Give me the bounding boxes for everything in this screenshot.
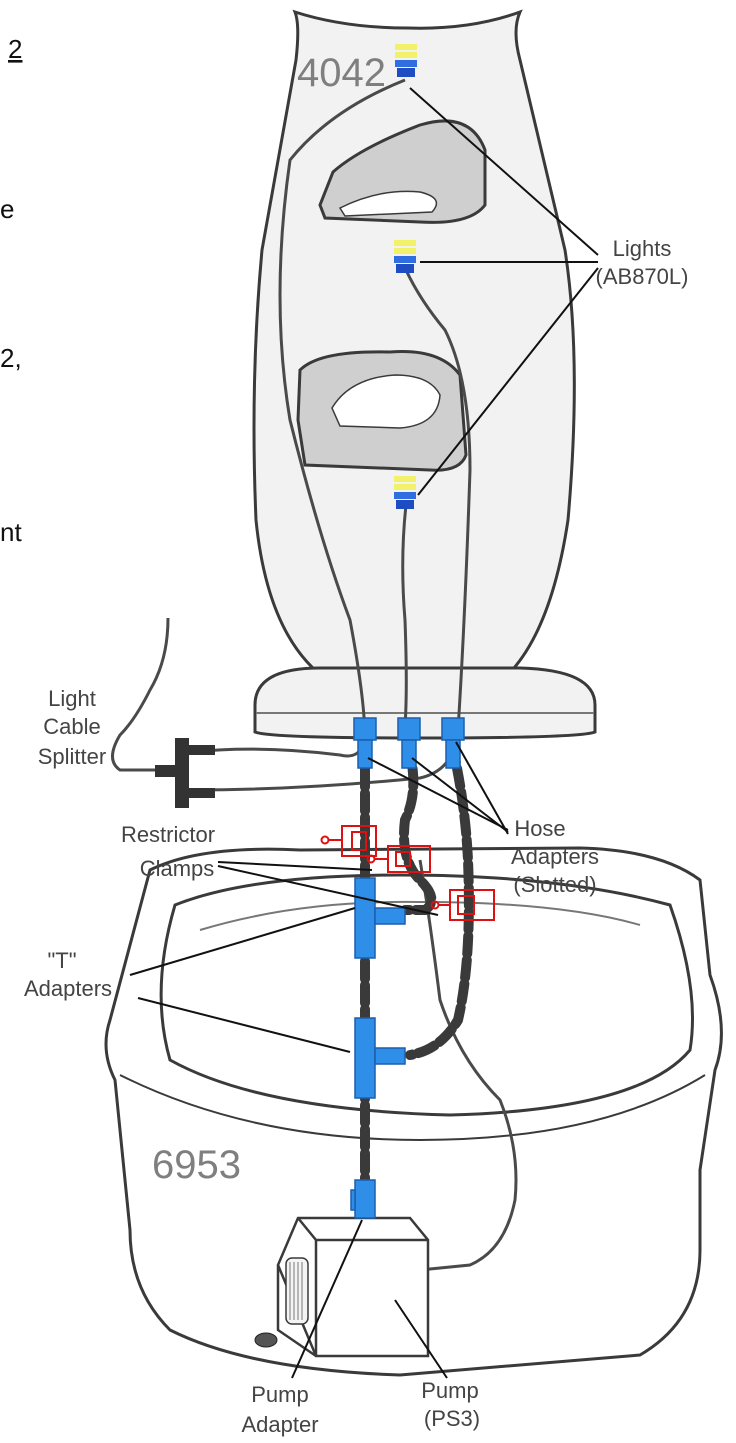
- fountain-base: [255, 668, 595, 738]
- lights-label-line1: Lights: [613, 236, 672, 261]
- t-adapters-label-line2: Adapters: [24, 976, 112, 1001]
- pump-adapter-label-line2: Adapter: [241, 1412, 318, 1437]
- edge-text-fragment: e: [0, 194, 14, 224]
- bowl-number: 6953: [152, 1143, 241, 1187]
- upper-fountain: 4042: [254, 12, 595, 738]
- light-bottom: [394, 476, 416, 509]
- pump-adapter-label-line1: Pump: [251, 1382, 308, 1407]
- fountain-number: 4042: [297, 51, 386, 95]
- splitter-label-line3: Splitter: [38, 744, 106, 769]
- light-cable-splitter: [155, 738, 215, 808]
- splitter-label-line2: Cable: [43, 714, 100, 739]
- hose-adapters-label-line3: (Slotted): [513, 872, 596, 897]
- restrictor-clamps-label-line2: Clamps: [140, 856, 215, 881]
- restrictor-clamps-label-line1: Restrictor: [121, 822, 215, 847]
- edge-text-fragment: nt: [0, 517, 22, 547]
- light-middle: [394, 240, 416, 273]
- pump-label-line2: (PS3): [424, 1406, 480, 1431]
- edge-text-fragment: 2: [8, 34, 22, 64]
- splitter-label-line1: Light: [48, 686, 96, 711]
- light-top: [395, 44, 417, 77]
- hose-adapters-label-line1: Hose: [514, 816, 565, 841]
- t-adapters-label-line1: "T": [47, 948, 76, 973]
- hose-adapters-label-line2: Adapters: [511, 844, 599, 869]
- edge-text-fragment: 2,: [0, 343, 22, 373]
- pump-label-line1: Pump: [421, 1378, 478, 1403]
- lights-label-line2: (AB870L): [596, 264, 689, 289]
- pump-adapter: [351, 1180, 375, 1218]
- hose-adapters: [354, 718, 464, 768]
